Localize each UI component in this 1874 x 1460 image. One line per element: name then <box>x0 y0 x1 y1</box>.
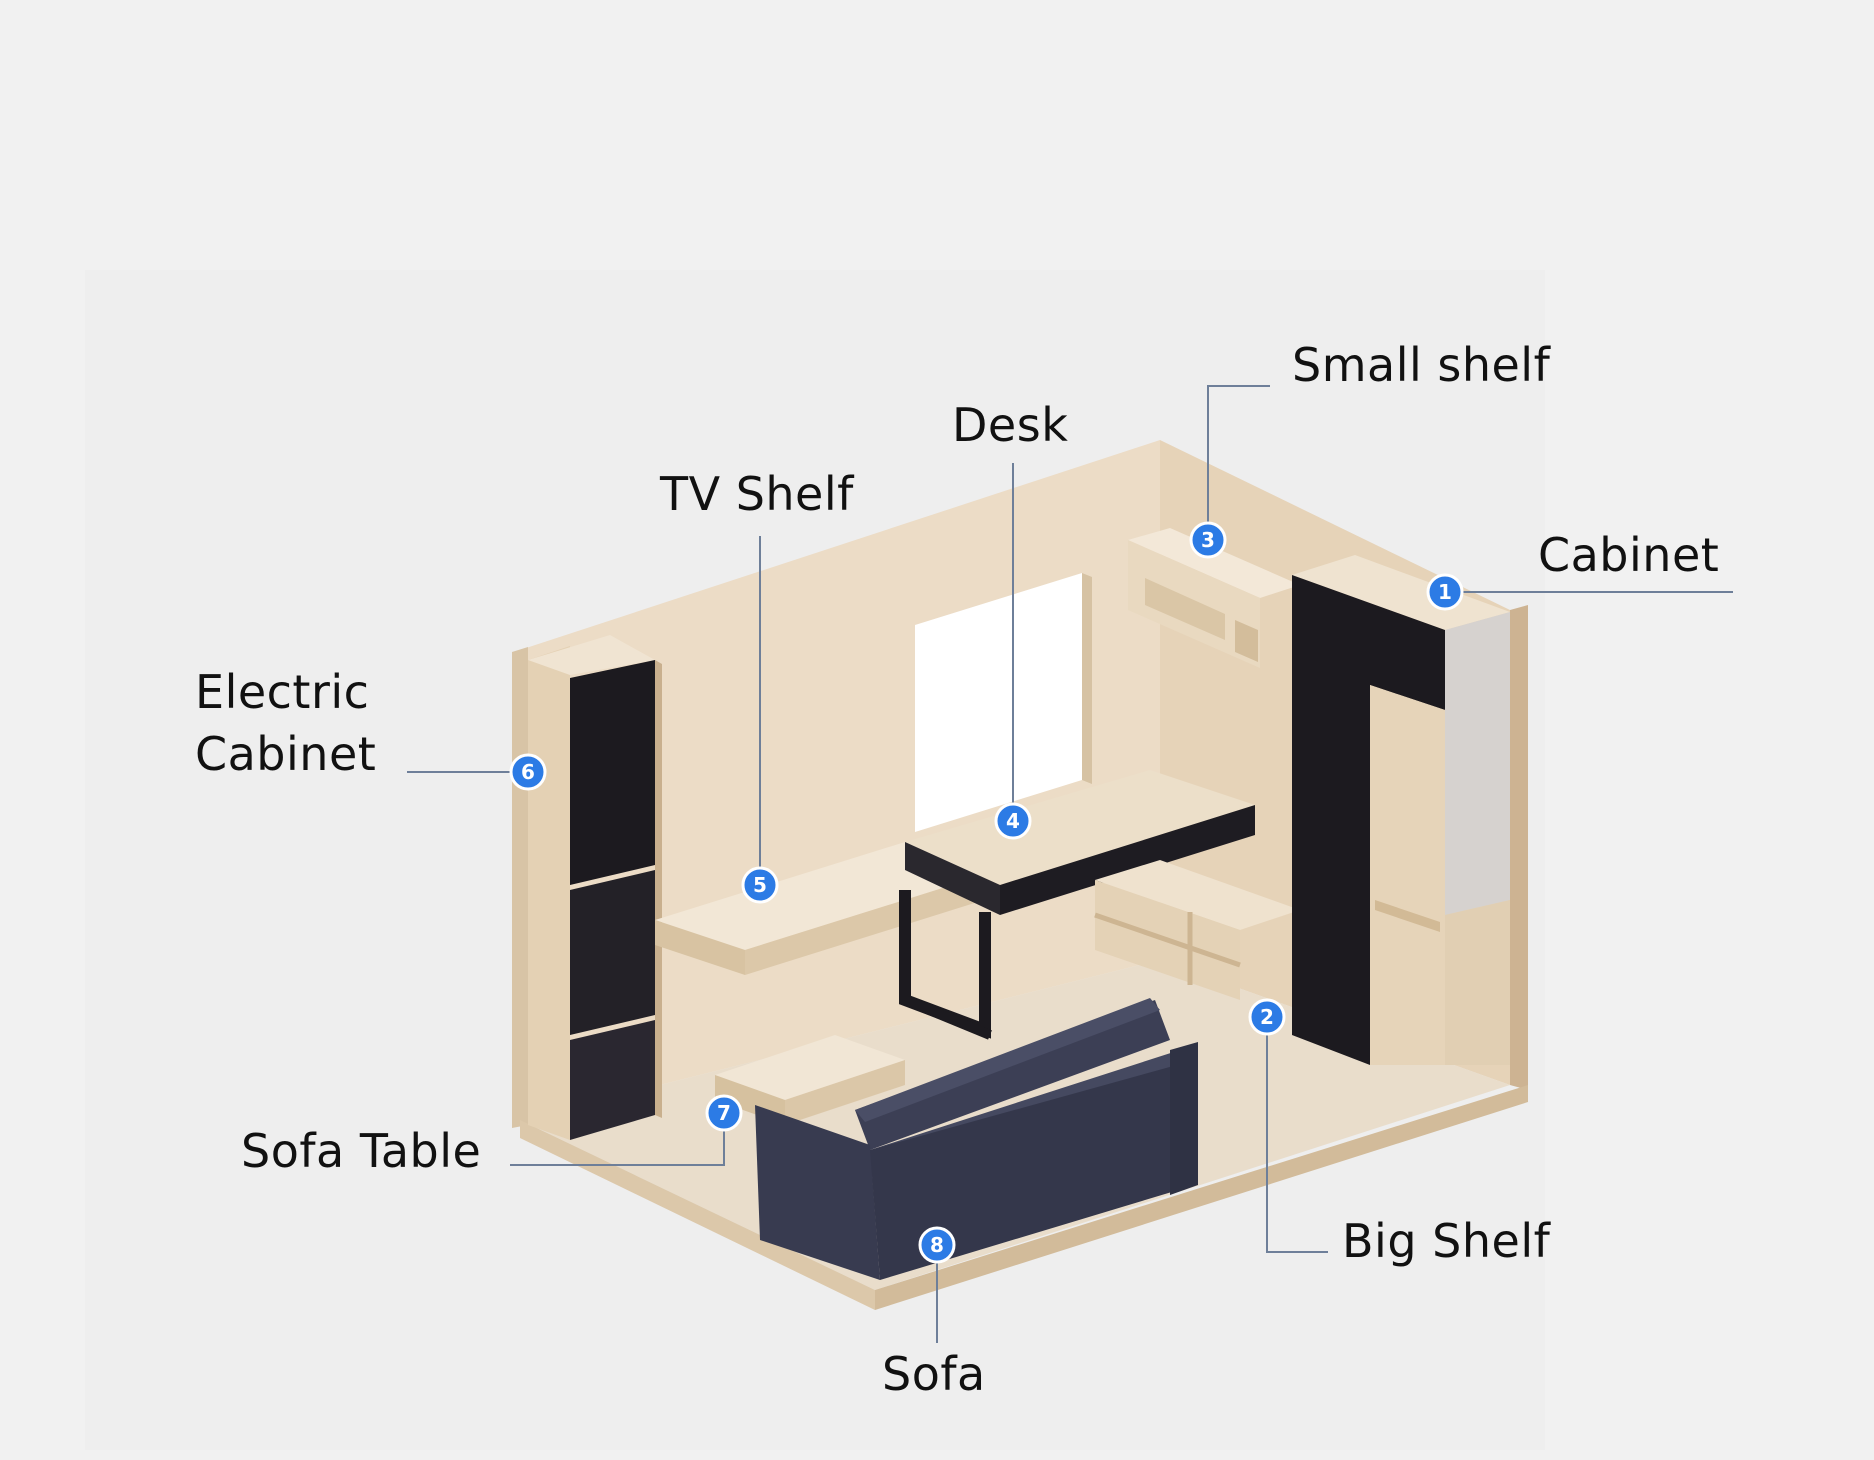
sofa-seat <box>760 1050 1195 1175</box>
electric-cabinet-front-lower <box>570 870 655 1035</box>
sofa-front <box>870 1060 1195 1280</box>
right-wall-edge <box>1510 605 1528 1090</box>
label-tv-shelf: TV Shelf <box>660 467 854 521</box>
electric-cabinet-side <box>528 646 570 1140</box>
window-reveal <box>1082 573 1092 784</box>
marker-1[interactable]: 1 <box>1426 573 1464 611</box>
cabinet-side-panel <box>1445 612 1510 915</box>
label-electric-cabinet-line1: Electric <box>195 665 370 719</box>
sofa-table-top <box>715 1035 905 1100</box>
window <box>915 573 1082 832</box>
cabinet-top <box>1292 555 1510 630</box>
leader-line-2 <box>1266 1017 1328 1253</box>
label-cabinet: Cabinet <box>1538 528 1720 582</box>
marker-2[interactable]: 2 <box>1248 998 1286 1036</box>
left-wall-edge <box>512 647 528 1128</box>
electric-cabinet-open-bay <box>570 1020 655 1140</box>
marker-4[interactable]: 4 <box>994 802 1032 840</box>
marker-4-number: 4 <box>1006 809 1020 833</box>
desk-top-edge <box>1000 805 1255 915</box>
marker-6[interactable]: 6 <box>509 753 547 791</box>
marker-5[interactable]: 5 <box>741 866 779 904</box>
label-sofa: Sofa <box>882 1347 986 1401</box>
desk-top-left-edge <box>905 842 1000 915</box>
electric-cabinet-top <box>528 635 655 675</box>
leader-line-3 <box>1207 385 1270 540</box>
marker-7[interactable]: 7 <box>705 1094 743 1132</box>
cabinet-open-bay-shelf <box>1375 900 1440 932</box>
marker-3-number: 3 <box>1201 528 1215 552</box>
sofa-left-arm <box>755 1105 880 1280</box>
tv-shelf-long-front <box>745 870 1000 975</box>
label-desk: Desk <box>952 398 1069 452</box>
floor-right-edge <box>875 1085 1528 1310</box>
small-shelf-top <box>1128 528 1300 598</box>
label-electric-cabinet-line2: Cabinet <box>195 727 377 781</box>
marker-3[interactable]: 3 <box>1189 521 1227 559</box>
label-big-shelf: Big Shelf <box>1342 1214 1551 1268</box>
cabinet-open-bay <box>1370 685 1445 1065</box>
electric-cabinet-front-upper <box>570 660 655 885</box>
desk-leg-frame-front <box>903 995 992 1040</box>
floor-front-edge <box>520 1120 875 1310</box>
big-shelf-divider-h <box>1094 912 1241 968</box>
label-sofa-table: Sofa Table <box>241 1124 482 1178</box>
electric-cabinet-right-side <box>655 660 662 1118</box>
marker-5-number: 5 <box>753 873 767 897</box>
cabinet-black-front <box>1292 575 1445 1065</box>
small-shelf-cubby-1 <box>1145 578 1225 640</box>
sofa-table-side <box>785 1060 905 1125</box>
marker-1-number: 1 <box>1438 580 1452 604</box>
sofa-backrest <box>855 1000 1170 1150</box>
label-electric-cabinet: Electric Cabinet <box>195 661 376 785</box>
sofa-right-arm <box>1170 1042 1198 1195</box>
marker-8[interactable]: 8 <box>918 1226 956 1264</box>
cabinet-side-panel-lower <box>1445 900 1510 1065</box>
marker-7-number: 7 <box>717 1101 731 1125</box>
small-shelf-cubby-2 <box>1235 620 1258 662</box>
desk-top <box>905 770 1255 885</box>
marker-8-number: 8 <box>930 1233 944 1257</box>
big-shelf-top <box>1095 860 1300 930</box>
marker-6-number: 6 <box>521 760 535 784</box>
label-small-shelf: Small shelf <box>1292 338 1551 392</box>
marker-2-number: 2 <box>1260 1005 1274 1029</box>
sofa-backrest-top <box>855 998 1160 1122</box>
tv-shelf-front <box>655 920 745 975</box>
